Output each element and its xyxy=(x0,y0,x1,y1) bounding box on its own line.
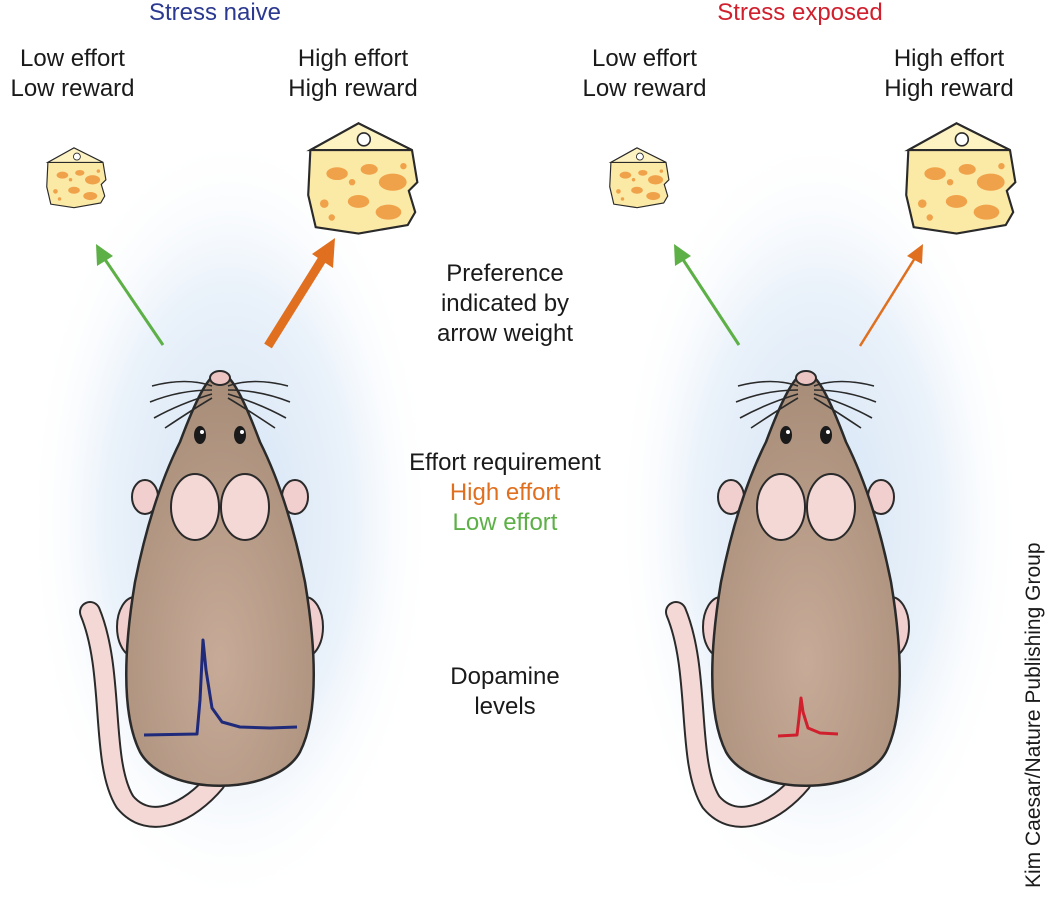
preference-line3: arrow weight xyxy=(436,320,574,347)
option-low-left-line1: Low effort xyxy=(20,45,125,72)
panel-title-stress-exposed: Stress exposed xyxy=(717,0,883,26)
preference-line2: indicated by xyxy=(440,290,570,317)
effort-legend-title: Effort requirement xyxy=(409,449,601,476)
option-high-right-line1: High effort xyxy=(893,45,1005,72)
arrow-high-effort-left xyxy=(264,238,335,349)
image-credit: Kim Caesar/Nature Publishing Group xyxy=(1022,542,1045,889)
option-high-left-line2: High reward xyxy=(288,75,418,102)
effort-legend-low: Low effort xyxy=(452,509,558,536)
option-high-left-line1: High effort xyxy=(297,45,409,72)
option-low-left: Low effort Low reward xyxy=(0,44,145,104)
preference-line1: Preference xyxy=(446,260,564,287)
dopamine-line1: Dopamine xyxy=(450,663,560,690)
dopamine-trace-naive xyxy=(143,638,298,737)
dopamine-trace-exposed xyxy=(777,696,839,738)
effort-legend: Effort requirement High effort Low effor… xyxy=(385,448,625,538)
option-low-right-line1: Low effort xyxy=(592,45,697,72)
arrow-high-effort-right xyxy=(858,244,923,347)
option-low-right: Low effort Low reward xyxy=(572,44,717,104)
panel-title-stress-naive: Stress naive xyxy=(148,0,282,26)
option-high-right: High effort High reward xyxy=(868,44,1030,104)
cheese-small-right xyxy=(609,147,670,209)
option-high-right-line2: High reward xyxy=(884,75,1014,102)
dopamine-label: Dopamine levels xyxy=(420,662,590,722)
cheese-large-right xyxy=(905,122,1017,235)
dopamine-line2: levels xyxy=(474,693,536,720)
cheese-large-left xyxy=(307,122,419,235)
effort-legend-high: High effort xyxy=(449,479,561,506)
option-high-left: High effort High reward xyxy=(272,44,434,104)
preference-note: Preference indicated by arrow weight xyxy=(400,259,610,349)
option-low-left-line2: Low reward xyxy=(10,75,135,102)
arrow-low-effort-left xyxy=(96,244,165,346)
cheese-small-left xyxy=(46,147,107,209)
option-low-right-line2: Low reward xyxy=(582,75,707,102)
arrow-low-effort-right xyxy=(674,244,741,346)
